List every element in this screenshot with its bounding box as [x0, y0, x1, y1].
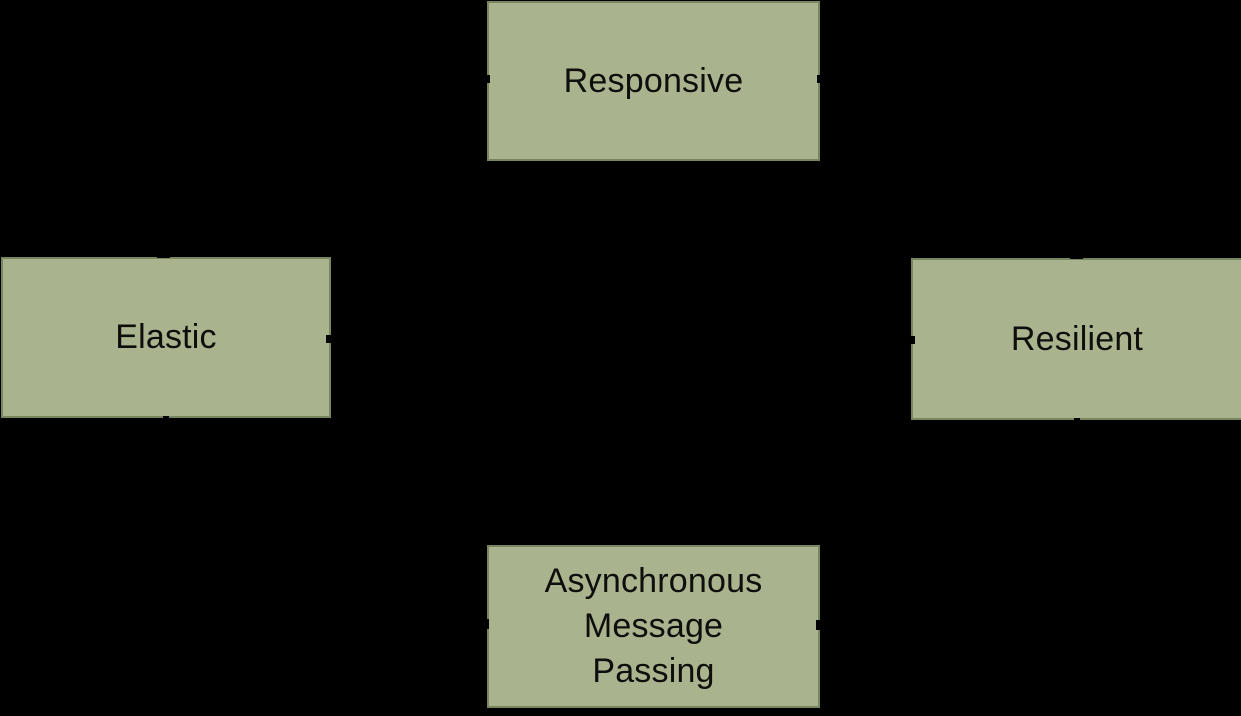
connector-arrowhead-tick: [484, 75, 490, 83]
connector-arrowhead-tick: [816, 620, 822, 630]
node-responsive-label: Responsive: [563, 61, 744, 100]
connector-arrowhead-tick: [1074, 418, 1080, 423]
node-elastic-label: Elastic: [115, 318, 217, 356]
node-async-label-line-3: Passing: [592, 652, 715, 690]
connector-arrowhead-tick: [163, 416, 169, 421]
node-elastic: Elastic: [1, 257, 331, 418]
connector-arrowhead-tick: [157, 254, 170, 258]
connector-arrowhead-tick: [1070, 255, 1083, 259]
connector-arrowhead-tick: [326, 335, 332, 343]
connector-arrowhead-tick: [817, 75, 823, 83]
connector-arrowhead-tick: [909, 336, 915, 344]
node-async-label-line-2: Message: [583, 607, 724, 645]
node-async-label-line-1: Asynchronous: [544, 562, 763, 600]
node-responsive: Responsive: [487, 1, 820, 161]
node-resilient-label: Resilient: [1010, 319, 1144, 358]
node-resilient: Resilient: [911, 258, 1241, 420]
node-async-message-passing: Asynchronous Message Passing: [487, 545, 820, 708]
connector-arrowhead-tick: [483, 619, 489, 629]
